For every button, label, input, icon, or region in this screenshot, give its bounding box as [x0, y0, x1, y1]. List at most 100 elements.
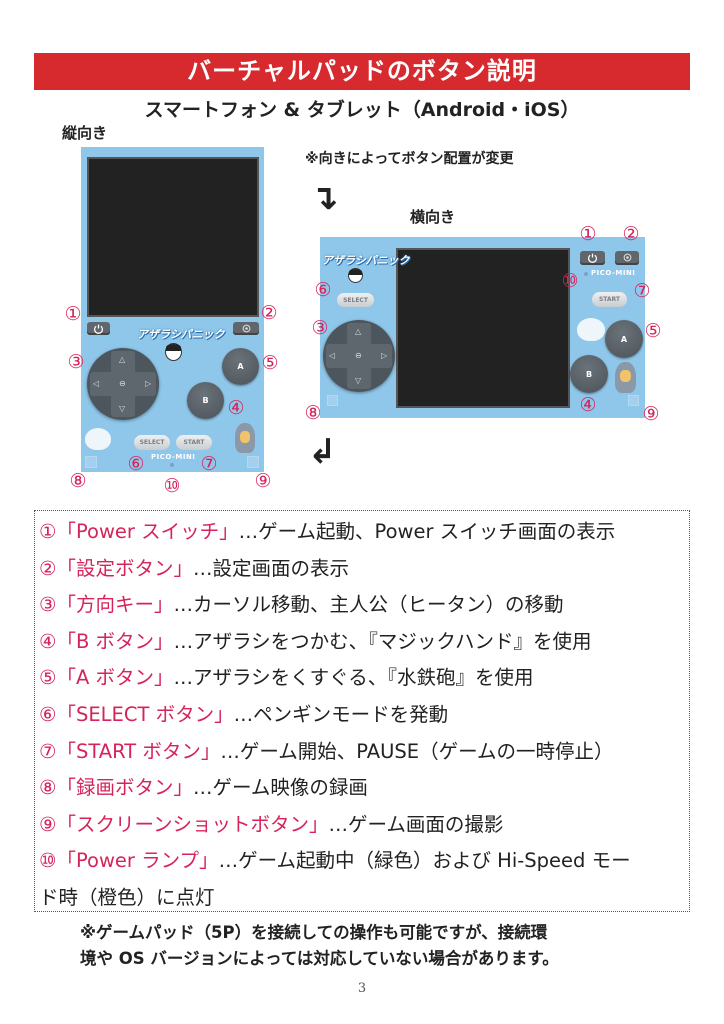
marker-3: ③: [311, 317, 329, 339]
seal-character: [577, 318, 605, 341]
dpad-up-icon[interactable]: △: [355, 327, 362, 336]
marker-4: ④: [227, 397, 245, 419]
settings-button[interactable]: [615, 251, 639, 265]
list-item: ⑤「A ボタン」…アザラシをくすぐる、『水鉄砲』を使用: [39, 660, 685, 697]
a-button[interactable]: A: [605, 320, 643, 358]
item-desc: …ゲーム映像の録画: [192, 776, 368, 800]
list-item: ③「方向キー」…カーソル移動、主人公（ヒータン）の移動: [39, 587, 685, 624]
button-description-list: ①「Power スイッチ」…ゲーム起動、Power スイッチ画面の表示 ②「設定…: [34, 510, 690, 912]
a-button[interactable]: A: [222, 348, 259, 385]
landscape-label: 横向き: [410, 208, 456, 226]
arrow-down-right-icon: ↴: [310, 178, 339, 218]
marker-1: ①: [579, 223, 597, 245]
marker-9: ⑨: [642, 403, 660, 425]
seal-character: [85, 428, 111, 450]
list-item: ②「設定ボタン」…設定画面の表示: [39, 551, 685, 588]
marker-10: ⑩: [561, 270, 579, 292]
select-button[interactable]: SELECT: [337, 293, 374, 307]
marker-10: ⑩: [163, 475, 181, 497]
power-icon: [93, 324, 104, 334]
item-desc: …ゲーム起動、Power スイッチ画面の表示: [238, 520, 616, 543]
item-key: ②「設定ボタン」: [39, 556, 193, 580]
list-item: ⑨「スクリーンショットボタン」…ゲーム画面の撮影: [39, 807, 685, 844]
item-key: ④「B ボタン」: [39, 629, 174, 653]
item-key: ⑤「A ボタン」: [39, 666, 174, 690]
dpad[interactable]: △ ▽ ◁ ▷ ⊖: [87, 348, 159, 420]
power-icon: [587, 253, 598, 263]
item-desc: …アザラシをつかむ、『マジックハンド』を使用: [173, 629, 592, 653]
list-item: ⑦「START ボタン」…ゲーム開始、PAUSE（ゲームの一時停止）: [39, 734, 685, 771]
power-lamp: [170, 463, 174, 467]
brand-label: PICO-MINI: [151, 453, 196, 461]
marker-2: ②: [622, 223, 640, 245]
marker-7: ⑦: [200, 453, 218, 475]
gear-icon: [242, 324, 250, 333]
item-desc: …ゲーム起動中（緑色）および Hi-Speed モー: [218, 849, 631, 873]
item-key: ⑥「SELECT ボタン」: [39, 702, 234, 726]
list-item: ⑧「録画ボタン」…ゲーム映像の録画: [39, 770, 685, 807]
arrow-return-left-icon: ↲: [308, 432, 337, 472]
dpad-left-icon[interactable]: ◁: [329, 351, 336, 360]
power-button[interactable]: [580, 251, 605, 265]
marker-6: ⑥: [314, 279, 332, 301]
start-button[interactable]: START: [176, 435, 212, 450]
penguin-character: [235, 423, 255, 453]
marker-4: ④: [579, 394, 597, 416]
marker-8: ⑧: [69, 470, 87, 492]
dpad-center-icon: ⊖: [355, 351, 362, 360]
game-logo: アザラシパニック: [137, 328, 225, 341]
settings-button[interactable]: [233, 322, 259, 335]
item-desc: …ゲーム画面の撮影: [328, 812, 504, 836]
page-number: 3: [357, 981, 367, 996]
character-face: [165, 343, 182, 361]
gamepad-note: ※ゲームパッド（5P）を接続しての操作も可能ですが、接続環 境や OS バージョ…: [80, 920, 559, 972]
select-button[interactable]: SELECT: [134, 435, 170, 450]
portrait-game-screen: [87, 157, 259, 317]
portrait-label: 縦向き: [62, 124, 108, 142]
marker-9: ⑨: [254, 470, 272, 492]
record-button[interactable]: [327, 395, 338, 406]
item-key: ⑦「START ボタン」: [39, 739, 221, 763]
marker-8: ⑧: [304, 402, 322, 424]
marker-7: ⑦: [633, 280, 651, 302]
marker-6: ⑥: [127, 453, 145, 475]
list-item: ④「B ボタン」…アザラシをつかむ、『マジックハンド』を使用: [39, 624, 685, 661]
marker-2: ②: [260, 302, 278, 324]
item-key: ⑨「スクリーンショットボタン」: [39, 812, 329, 836]
item-key: ③「方向キー」: [39, 593, 174, 617]
landscape-game-screen: [396, 248, 570, 408]
item-key: ①「Power スイッチ」: [39, 520, 239, 543]
marker-5: ⑤: [261, 352, 279, 374]
list-item: ①「Power スイッチ」…ゲーム起動、Power スイッチ画面の表示: [39, 514, 685, 551]
dpad-left-icon[interactable]: ◁: [93, 379, 100, 388]
dpad-down-icon[interactable]: ▽: [119, 404, 126, 413]
screenshot-button[interactable]: [247, 456, 259, 468]
section-subtitle: スマートフォン & タブレット（Android・iOS）: [144, 99, 580, 121]
brand-label: PICO-MINI: [591, 269, 636, 277]
page-title-banner: バーチャルパッドのボタン説明: [34, 53, 690, 90]
item-desc: …ペンギンモードを発動: [233, 702, 449, 726]
game-logo: アザラシパニック: [322, 254, 410, 267]
dpad-center-icon: ⊖: [119, 379, 126, 388]
item-desc: …アザラシをくすぐる、『水鉄砲』を使用: [173, 666, 534, 690]
dpad-up-icon[interactable]: △: [119, 355, 126, 364]
item-desc: …設定画面の表示: [192, 556, 349, 580]
list-item: ⑥「SELECT ボタン」…ペンギンモードを発動: [39, 697, 685, 734]
dpad-down-icon[interactable]: ▽: [355, 376, 362, 385]
dpad[interactable]: △ ▽ ◁ ▷ ⊖: [323, 320, 395, 392]
start-button[interactable]: START: [592, 292, 627, 307]
item-desc: …ゲーム開始、PAUSE（ゲームの一時停止）: [220, 739, 614, 763]
character-face: [348, 268, 363, 283]
b-button[interactable]: B: [570, 355, 608, 393]
item-desc: …カーソル移動、主人公（ヒータン）の移動: [173, 593, 564, 617]
dpad-right-icon[interactable]: ▷: [381, 351, 388, 360]
record-button[interactable]: [85, 456, 97, 468]
dpad-right-icon[interactable]: ▷: [145, 379, 152, 388]
power-button[interactable]: [87, 322, 110, 335]
marker-1: ①: [64, 303, 82, 325]
screenshot-button[interactable]: [628, 395, 639, 406]
b-button[interactable]: B: [187, 382, 224, 419]
item-key: ⑩「Power ランプ」: [39, 849, 219, 873]
gamepad-note-line-1: ※ゲームパッド（5P）を接続しての操作も可能ですが、接続環: [80, 923, 548, 942]
